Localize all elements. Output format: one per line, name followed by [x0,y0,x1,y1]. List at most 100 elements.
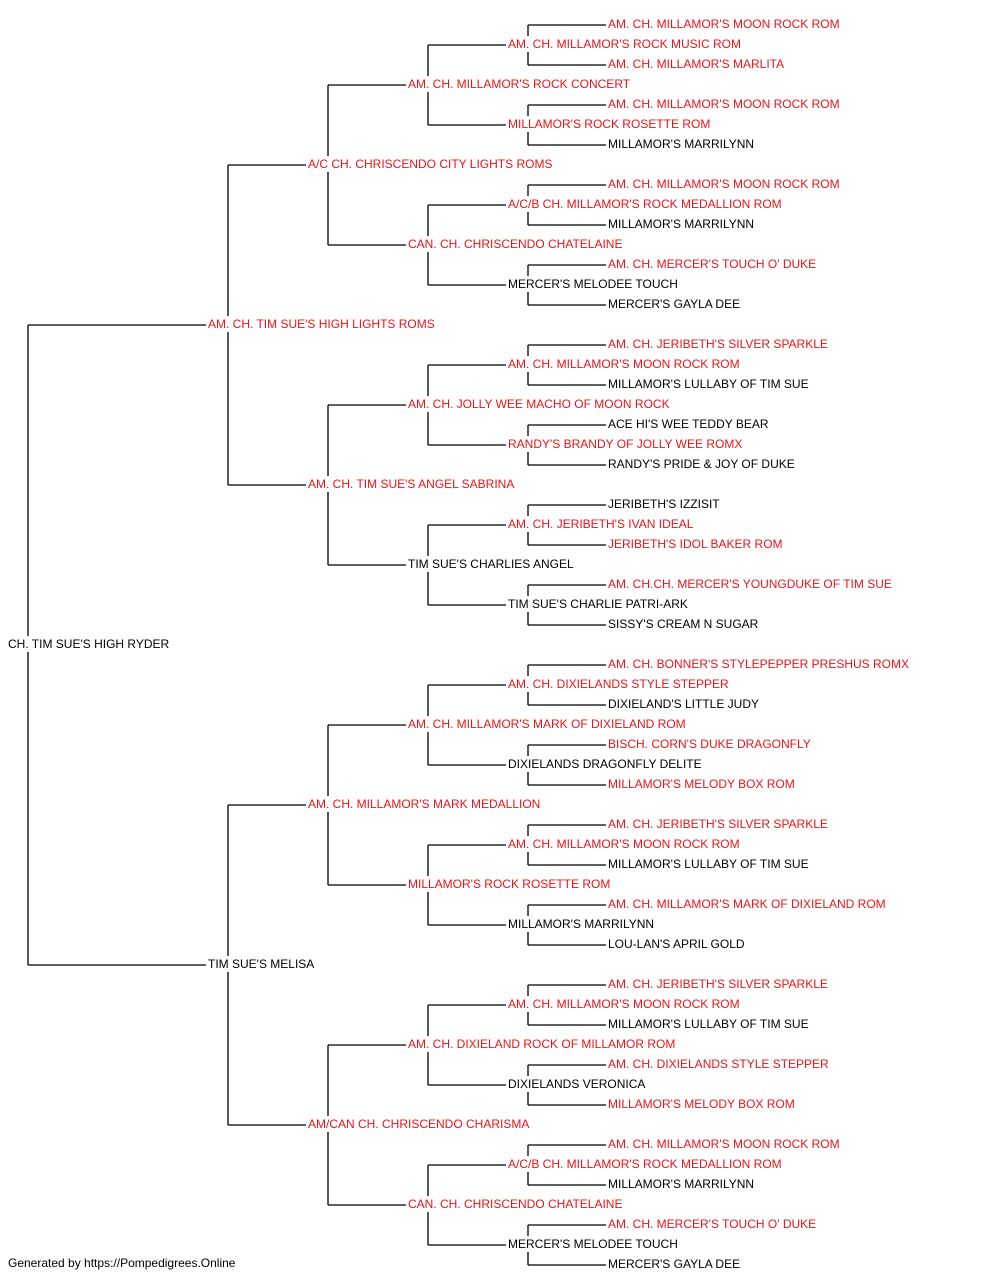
name-backing [507,916,656,932]
dog-name-gen5: DIXIELANDS DRAGONFLY DELITE [508,757,702,771]
dog-name-gen3: AM. CH. TIM SUE'S ANGEL SABRINA [308,477,514,491]
dog-name-gen6: AM. CH. MERCER'S TOUCH O' DUKE [608,257,816,271]
dog-name-gen6: AM. CH. MILLAMOR'S MOON ROCK ROM [608,17,840,31]
dog-name-gen6: AM. CH. MILLAMOR'S MOON ROCK ROM [608,1137,840,1151]
name-backing [607,656,911,672]
dog-name-parent: AM. CH. TIM SUE'S HIGH LIGHTS ROMS [208,317,435,331]
dog-name-gen6: MILLAMOR'S MARRILYNN [608,217,754,231]
name-backing [307,476,516,492]
name-backing [607,1176,756,1192]
dog-name-gen5: AM. CH. MILLAMOR'S MOON ROCK ROM [508,837,740,851]
dog-name-gen4: CAN. CH. CHRISCENDO CHATELAINE [408,237,622,251]
name-backing [207,316,436,332]
name-backing [607,376,810,392]
dog-name-gen4: AM. CH. JOLLY WEE MACHO OF MOON ROCK [408,397,670,411]
name-backing [507,996,741,1012]
name-backing [607,736,812,752]
dog-name-parent: TIM SUE'S MELISA [208,957,314,971]
name-backing [407,716,687,732]
dog-name-gen6: MILLAMOR'S MELODY BOX ROM [608,777,795,791]
name-backing [607,416,770,432]
dog-name-gen6: AM. CH. MILLAMOR'S MOON ROCK ROM [608,97,840,111]
dog-name-gen6: AM. CH. MILLAMOR'S MOON ROCK ROM [608,177,840,191]
name-backing [407,1196,624,1212]
name-backing [507,276,679,292]
name-backing [607,96,841,112]
name-backing [607,1016,810,1032]
name-backing [607,776,796,792]
dog-name-gen6: AM. CH. MERCER'S TOUCH O' DUKE [608,1217,816,1231]
dog-name-gen5: TIM SUE'S CHARLIE PATRI-ARK [508,597,688,611]
name-backing [607,336,829,352]
dog-name-gen6: AM. CH.CH. MERCER'S YOUNGDUKE OF TIM SUE [608,577,892,591]
name-backing [607,136,756,152]
dog-name-gen5: AM. CH. MILLAMOR'S MOON ROCK ROM [508,357,740,371]
name-backing [607,896,887,912]
dog-name-gen5: A/C/B CH. MILLAMOR'S ROCK MEDALLION ROM [508,197,782,211]
name-backing [407,76,632,92]
dog-name-gen5: MERCER'S MELODEE TOUCH [508,1237,678,1251]
name-backing [607,856,810,872]
dog-name-gen3: AM. CH. MILLAMOR'S MARK MEDALLION [308,797,540,811]
name-backing [507,596,689,612]
dog-name-gen3: AM/CAN CH. CHRISCENDO CHARISMA [308,1117,529,1131]
dog-name-gen6: AM. CH. BONNER'S STYLEPEPPER PRESHUS ROM… [608,657,909,671]
dog-name-gen5: AM. CH. MILLAMOR'S MOON ROCK ROM [508,997,740,1011]
dog-name-gen6: MILLAMOR'S MARRILYNN [608,1177,754,1191]
name-backing [607,456,796,472]
dog-name-gen6: MILLAMOR'S LULLABY OF TIM SUE [608,1017,809,1031]
name-backing [607,176,841,192]
name-backing [407,396,671,412]
name-backing [507,1076,647,1092]
name-backing [607,576,893,592]
name-backing [607,296,742,312]
name-backing [507,1236,679,1252]
name-backing [507,436,744,452]
name-backing [307,796,542,812]
dog-name-gen5: AM. CH. JERIBETH'S IVAN IDEAL [508,517,694,531]
name-backing [607,1136,841,1152]
name-backing [607,16,841,32]
name-backing [507,516,695,532]
name-backing [607,536,784,552]
name-backing [507,196,783,212]
name-backing [507,116,712,132]
dog-name-gen6: MERCER'S GAYLA DEE [608,1257,740,1271]
name-backing [507,356,741,372]
dog-name-gen5: MILLAMOR'S ROCK ROSETTE ROM [508,117,710,131]
dog-name-gen6: MILLAMOR'S MARRILYNN [608,137,754,151]
dog-name-gen4: TIM SUE'S CHARLIES ANGEL [408,557,574,571]
dog-name-gen4: AM. CH. DIXIELAND ROCK OF MILLAMOR ROM [408,1037,675,1051]
name-backing [607,976,829,992]
name-backing [607,1216,818,1232]
dog-name-gen5: MILLAMOR'S MARRILYNN [508,917,654,931]
name-backing [607,216,756,232]
name-backing [607,696,760,712]
name-backing [507,836,741,852]
dog-name-gen6: AM. CH. MILLAMOR'S MARK OF DIXIELAND ROM [608,897,886,911]
dog-name-gen6: MERCER'S GAYLA DEE [608,297,740,311]
dog-name-gen6: BISCH. CORN'S DUKE DRAGONFLY [608,737,811,751]
name-backing [307,1116,531,1132]
name-backing [607,616,760,632]
name-backing [607,936,746,952]
dog-name-gen6: MILLAMOR'S LULLABY OF TIM SUE [608,377,809,391]
dog-name-gen6: AM. CH. JERIBETH'S SILVER SPARKLE [608,337,828,351]
dog-name-gen5: DIXIELANDS VERONICA [508,1077,645,1091]
name-backing [607,256,818,272]
dog-name-gen6: MILLAMOR'S MELODY BOX ROM [608,1097,795,1111]
name-backing [607,1256,742,1272]
dog-name-gen6: MILLAMOR'S LULLABY OF TIM SUE [608,857,809,871]
dog-name-gen6: AM. CH. DIXIELANDS STYLE STEPPER [608,1057,829,1071]
dog-name-gen6: RANDY'S PRIDE & JOY OF DUKE [608,457,795,471]
dog-name-gen4: MILLAMOR'S ROCK ROSETTE ROM [408,877,610,891]
dog-name-gen5: A/C/B CH. MILLAMOR'S ROCK MEDALLION ROM [508,1157,782,1171]
dog-name-gen4: CAN. CH. CHRISCENDO CHATELAINE [408,1197,622,1211]
name-backing [507,36,742,52]
dog-name-gen5: AM. CH. MILLAMOR'S ROCK MUSIC ROM [508,37,741,51]
name-backing [407,556,575,572]
name-backing [507,676,731,692]
name-backing [607,1096,796,1112]
dog-name-gen6: LOU-LAN'S APRIL GOLD [608,937,745,951]
